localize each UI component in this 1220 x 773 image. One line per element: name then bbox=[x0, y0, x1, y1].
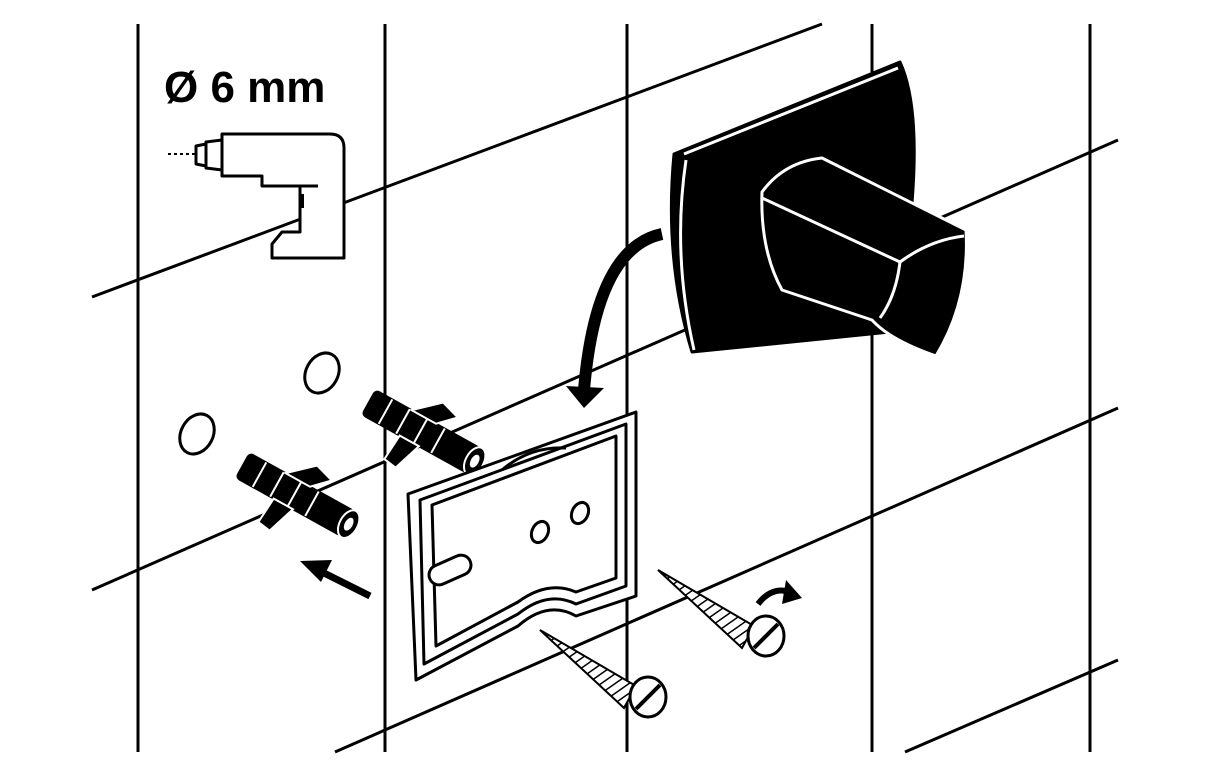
robe-hook bbox=[669, 60, 968, 358]
wall-plug bbox=[362, 390, 487, 476]
mounting-plate bbox=[406, 410, 638, 682]
tile-joint-diagonal bbox=[91, 22, 823, 299]
insert-arrow-icon bbox=[300, 560, 372, 600]
drill-bit-size-label: Ø 6 mm bbox=[164, 63, 326, 112]
tile-joint-diagonal bbox=[334, 406, 1119, 754]
rotate-clockwise-arrow-icon bbox=[755, 580, 802, 606]
drill-icon bbox=[168, 132, 346, 260]
mount-direction-arrow-icon bbox=[566, 228, 664, 408]
screw bbox=[657, 569, 786, 658]
tile-joint-diagonal bbox=[904, 658, 1119, 754]
wall-plug bbox=[236, 453, 361, 539]
drilled-hole bbox=[178, 412, 216, 456]
screw bbox=[539, 629, 668, 719]
drilled-hole bbox=[303, 351, 341, 395]
